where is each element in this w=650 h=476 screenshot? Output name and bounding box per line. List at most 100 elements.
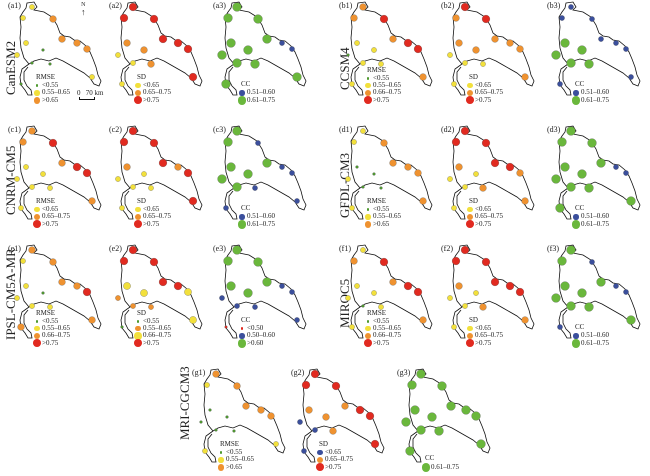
station-marker: [350, 14, 358, 22]
legend-marker-icon: [133, 83, 143, 89]
station-marker: [123, 163, 131, 171]
legend-marker-icon: [363, 83, 373, 89]
legend-label: <0.65: [475, 324, 492, 333]
station-marker: [41, 291, 45, 295]
legend-label: 0.65–0.75: [475, 212, 503, 221]
legend-marker-icon: [315, 456, 325, 464]
station-marker: [584, 183, 594, 193]
basin-outline: [120, 1, 203, 96]
map: [115, 244, 203, 339]
legend-title: CC: [575, 80, 585, 89]
legend-marker-icon: [32, 207, 42, 213]
station-marker: [560, 281, 570, 291]
station-marker: [115, 176, 121, 182]
station-marker: [14, 176, 20, 182]
station-marker: [305, 406, 313, 414]
station-marker: [360, 247, 366, 253]
station-marker: [589, 259, 595, 265]
legend-label: <0.55: [373, 316, 390, 325]
station-marker: [447, 176, 453, 182]
legend-marker-icon: [571, 338, 581, 348]
legend-item: 0.61–0.75: [571, 219, 609, 229]
station-marker: [555, 203, 565, 213]
legend-title: CC: [575, 204, 585, 213]
station-marker: [140, 289, 148, 297]
station-marker: [253, 14, 263, 24]
legend-marker-icon: [32, 332, 42, 340]
station-marker: [628, 74, 634, 80]
basin-outline: [452, 1, 535, 96]
station-marker: [158, 277, 168, 287]
legend-item: <0.65: [465, 81, 503, 89]
legend-marker-icon: [133, 339, 143, 348]
station-marker: [89, 74, 95, 80]
legend-item: >0.75: [315, 463, 353, 472]
station-marker: [223, 256, 233, 266]
station-marker: [413, 44, 423, 54]
station-marker: [149, 138, 159, 148]
legend-item: >0.75: [465, 96, 503, 105]
legend-label: >0.75: [373, 95, 390, 104]
station-marker: [217, 50, 227, 60]
legend-title: RMSE: [220, 439, 240, 448]
station-marker: [403, 38, 413, 48]
station-marker: [253, 257, 263, 267]
station-marker: [471, 411, 481, 421]
station-marker: [128, 2, 138, 12]
legend-item: <0.55: [133, 317, 171, 325]
legend-title: RMSE: [367, 196, 387, 205]
station-marker: [505, 281, 515, 291]
station-marker: [58, 35, 66, 43]
legend-item: 0.61–0.75: [421, 463, 459, 472]
panel-label: (b2): [441, 1, 455, 10]
legend-label: >0.75: [143, 95, 160, 104]
legend-item: 0.50–0.60: [237, 332, 275, 339]
basin-outline: [19, 1, 102, 96]
legend-marker-icon: [571, 219, 581, 229]
station-marker: [262, 158, 272, 168]
station-marker: [174, 163, 182, 171]
station-marker: [455, 163, 463, 171]
legend-marker-icon: [237, 214, 247, 220]
station-marker: [479, 184, 487, 192]
legend-title: SD: [319, 439, 328, 448]
legend-label: >0.65: [373, 219, 390, 228]
legend-label: 0.61–0.75: [581, 338, 609, 347]
legend-item: <0.65: [315, 448, 353, 456]
station-marker: [279, 283, 285, 289]
legend-item: >0.75: [363, 339, 401, 348]
legend-marker-icon: [465, 96, 475, 105]
station-marker: [252, 304, 258, 310]
station-marker: [88, 316, 96, 324]
legend-item: 0.65–0.75: [133, 89, 171, 97]
station-marker: [49, 15, 57, 23]
scale-label: 0 70 km: [77, 89, 104, 97]
legend-label: >0.65: [42, 95, 59, 104]
basin-outline: [408, 368, 491, 463]
station-marker: [379, 186, 383, 190]
station-marker: [202, 448, 208, 454]
panel-label: (d2): [441, 125, 455, 134]
station-marker: [596, 277, 606, 287]
legend-marker-icon: [465, 213, 475, 221]
station-marker: [232, 245, 242, 255]
station-marker: [414, 169, 422, 177]
station-marker: [623, 46, 629, 52]
station-marker: [29, 4, 35, 10]
legend-label: 0.66–0.75: [143, 331, 171, 340]
station-marker: [184, 288, 192, 296]
station-marker: [419, 73, 427, 81]
legend-label: <0.65: [475, 205, 492, 214]
station-marker: [566, 301, 576, 311]
legend-label: 0.51–0.60: [581, 88, 609, 97]
